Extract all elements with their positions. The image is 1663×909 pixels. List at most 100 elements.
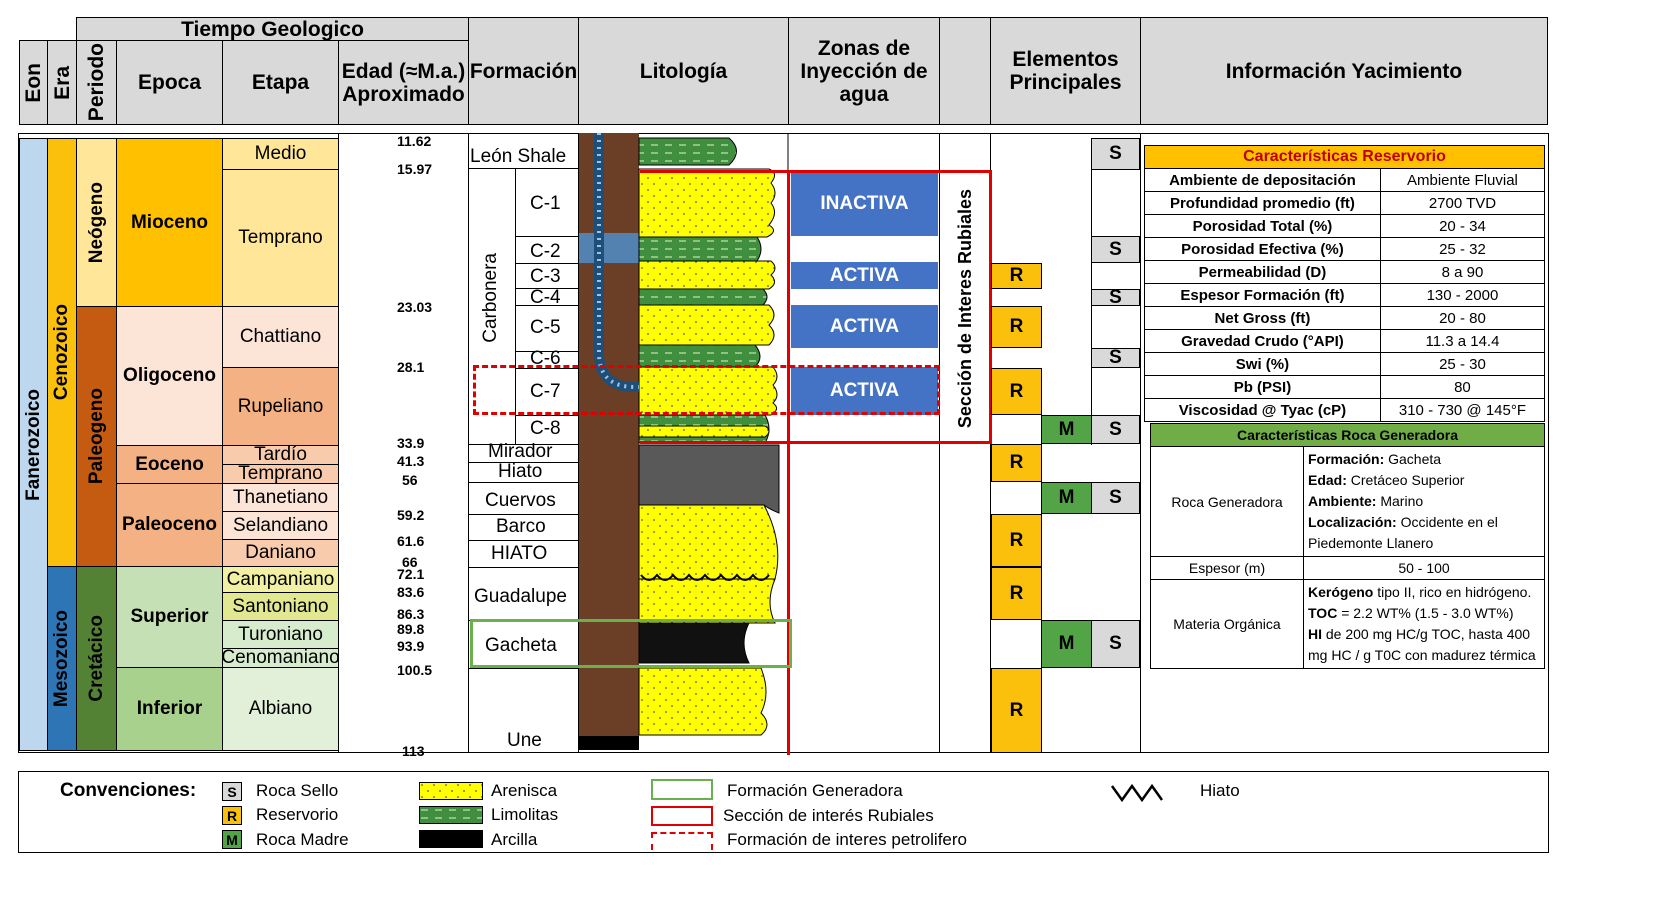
reservorio-value: 2700 TVD: [1379, 191, 1546, 215]
legend-generadora-swatch: [651, 779, 713, 800]
reservorio-value: 11.3 a 14.4: [1379, 329, 1546, 353]
stage-tardio: Tardío: [222, 444, 339, 465]
reservorio-value: 80: [1379, 375, 1546, 399]
member-c4: C-4: [530, 287, 561, 308]
eon-label: Fanerozoico: [22, 388, 44, 501]
formation-barco: Barco: [496, 516, 546, 537]
element-sello: S: [1091, 620, 1140, 668]
reservorio-key: Profundidad promedio (ft): [1144, 191, 1381, 215]
member-c8: C-8: [530, 418, 561, 439]
header-informacion: Información Yacimiento: [1140, 17, 1548, 125]
epoch-paleoceno: Paleoceno: [116, 483, 223, 567]
legend-title: Convenciones:: [60, 780, 197, 801]
reservorio-value: 310 - 730 @ 145°F: [1379, 398, 1546, 422]
reservorio-key: Viscosidad @ Tyac (cP): [1144, 398, 1381, 422]
lith-une: [638, 667, 768, 736]
lith-mirador: [638, 425, 770, 438]
formation-line: [469, 514, 579, 515]
legend-interes-swatch: [651, 832, 713, 850]
epoch-mioceno: Mioceno: [116, 138, 223, 307]
reservorio-title: Características Reservorio: [1144, 145, 1545, 169]
element-sello: S: [1091, 482, 1140, 514]
legend-madre-icon: M: [222, 830, 242, 849]
gen-loc-value: Occidente en el Piedemonte Llanero: [1308, 514, 1498, 551]
legend-hiato-icon: [1110, 783, 1164, 803]
lith-c7: [638, 366, 778, 416]
age-label: 33.9: [397, 435, 425, 451]
age-label: 28.1: [397, 359, 425, 375]
hi-key: HI: [1308, 626, 1322, 642]
lithology-column: [579, 133, 789, 753]
formation-line: [469, 462, 579, 463]
legend-sello: Roca Sello: [256, 781, 339, 800]
reservorio-key: Porosidad Total (%): [1144, 214, 1381, 238]
toc-value: = 2.2 WT% (1.5 - 3.0 WT%): [1341, 605, 1514, 621]
legend-sello-icon: S: [222, 782, 242, 801]
age-label: 86.3: [397, 606, 425, 622]
element-sello: S: [1091, 415, 1140, 444]
stage-daniano: Daniano: [222, 539, 339, 567]
legend-reservorio: Reservorio: [256, 805, 339, 824]
legend-generadora: Formación Generadora: [727, 781, 903, 800]
legend: [18, 771, 1549, 853]
stage-temprano-mioceno: Temprano: [222, 169, 339, 307]
lith-barco: [638, 504, 779, 580]
zona-c7-activa: ACTIVA: [791, 367, 938, 415]
table-row: Materia Orgánica Kerógeno tipo II, rico …: [1150, 579, 1545, 669]
epoch-inferior: Inferior: [116, 667, 223, 751]
formation-leon-shale: León Shale: [470, 146, 567, 167]
period-label-neogeno: Neógeno: [85, 181, 107, 264]
lith-cuervos: [638, 444, 780, 514]
formation-mirador: Mirador: [488, 441, 553, 462]
epoch-oligoceno: Oligoceno: [116, 306, 223, 446]
reservorio-value: 130 - 2000: [1379, 283, 1546, 307]
stage-rupeliano: Rupeliano: [222, 367, 339, 446]
stage-cenomaniano: Cenomaniano: [221, 647, 340, 668]
header-formacion: Formación: [468, 17, 579, 125]
formation-line: [469, 444, 579, 445]
era-label-mesozoico: Mesozoico: [51, 609, 72, 708]
member-c3: C-3: [530, 266, 561, 287]
hi-value: de 200 mg HC/g TOC, hasta 400 mg HC / g …: [1308, 626, 1536, 663]
stage-thanetiano: Thanetiano: [222, 483, 339, 512]
era-cenozoico: Cenozoico: [47, 138, 77, 567]
reservorio-key: Net Gross (ft): [1144, 306, 1381, 330]
gen-formacion-key: Formación:: [1308, 451, 1385, 467]
legend-limolitas-swatch: [419, 806, 483, 824]
age-label: 93.9: [397, 638, 425, 654]
table-row: Net Gross (ft)20 - 80: [1144, 306, 1546, 330]
formation-column: [469, 133, 579, 753]
seccion-interes-inner: [787, 170, 790, 755]
blue-band: [579, 233, 639, 263]
seccion-interes-top: [640, 170, 790, 173]
legend-interes: Formación de interes petrolifero: [727, 830, 968, 849]
lith-hiato-wave: [640, 573, 770, 581]
roca-generadora-detail: Formación: Gacheta Edad: Cretáceo Superi…: [1303, 446, 1545, 557]
era-label-cenozoico: Cenozoico: [51, 304, 72, 401]
table-row: Porosidad Efectiva (%)25 - 32: [1144, 237, 1546, 261]
member-line: [515, 288, 579, 289]
generadora-title-row: Características Roca Generadora: [1150, 423, 1545, 447]
stage-campaniano: Campaniano: [222, 566, 339, 593]
formation-divider: [469, 168, 579, 169]
member-line: [515, 263, 579, 264]
element-roca-madre: M: [1041, 415, 1092, 444]
age-label: 61.6: [397, 533, 425, 549]
generadora-table: Características Roca Generadora Roca Gen…: [1150, 423, 1545, 669]
header-litologia: Litología: [578, 17, 789, 125]
gen-formacion-value: Gacheta: [1388, 451, 1442, 467]
stage-santoniano: Santoniano: [222, 592, 339, 621]
header-blank: [939, 17, 991, 125]
formation-guadalupe: Guadalupe: [474, 586, 567, 607]
gen-ambiente-value: Marino: [1380, 493, 1424, 509]
header-periodo: Periodo: [76, 40, 117, 125]
formation-line: [469, 540, 579, 541]
espesor-value: 50 - 100: [1303, 556, 1545, 580]
lith-gacheta: [638, 622, 750, 664]
zona-c1-inactiva: INACTIVA: [791, 172, 938, 236]
element-reservorio: R: [991, 567, 1042, 620]
legend-arcilla: Arcilla: [491, 830, 538, 849]
header-eon-label: Eon: [22, 62, 45, 103]
period-label-paleogeno: Paleogeno: [85, 388, 107, 485]
